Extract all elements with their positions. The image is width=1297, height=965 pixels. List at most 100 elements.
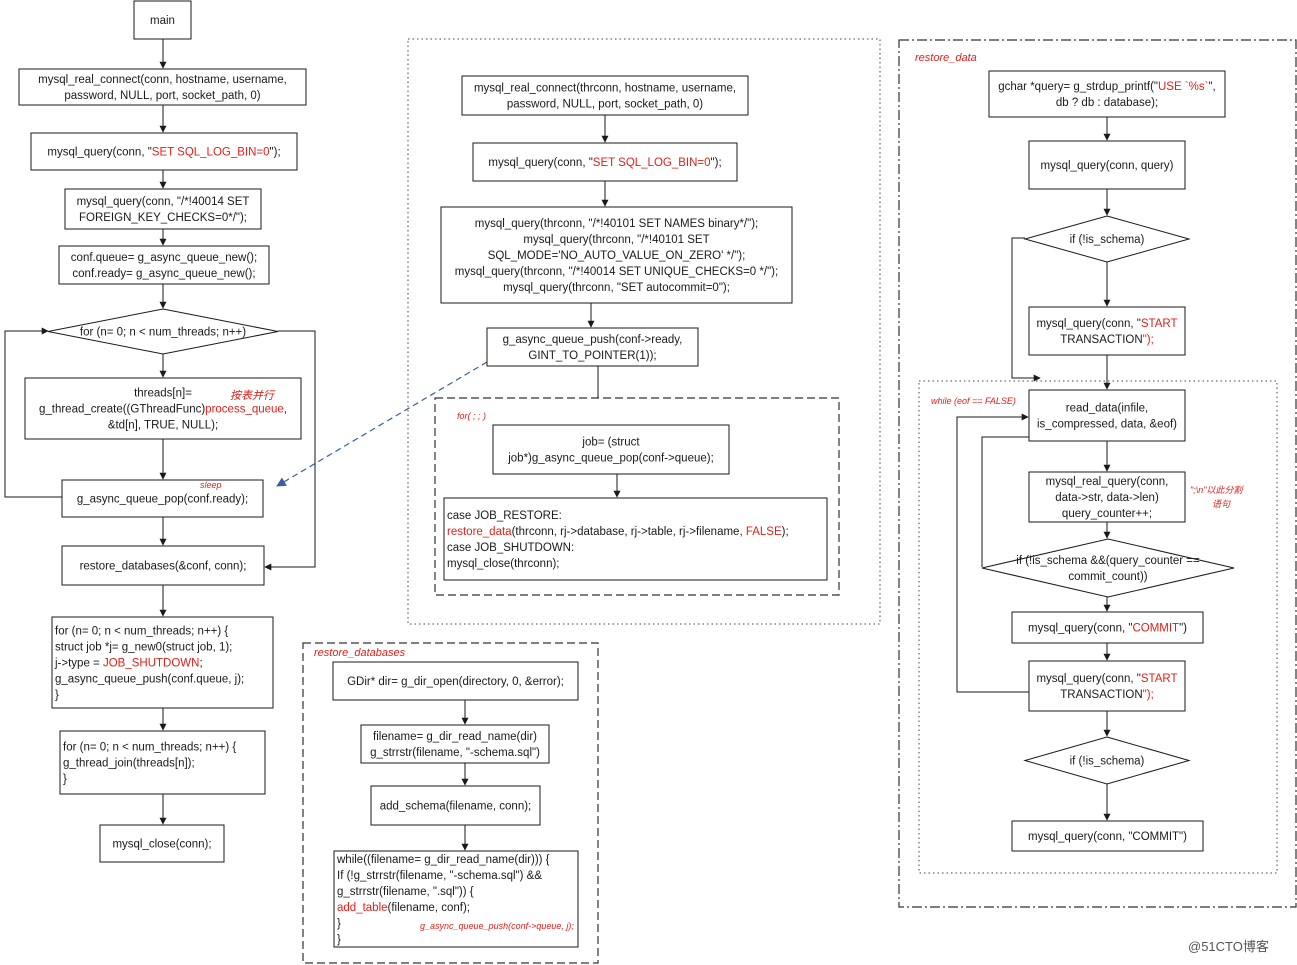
- main-fk-checks-node-shape: [64, 188, 262, 230]
- thread-job-cases-node-line-1: restore_data(thrconn, rj->database, rj->…: [447, 526, 789, 538]
- main-node-shape: [133, 0, 192, 40]
- rdata-real-query-node-line-0: mysql_real_query(conn,: [1046, 476, 1169, 488]
- rdata-commit-1-node-shape: [1011, 611, 1204, 644]
- main-thread-join-node-line-0: for (n= 0; n < num_threads; n++) {: [63, 742, 236, 754]
- thread-settings-node-shape: [440, 206, 793, 304]
- rdata-use-query-node-line-0: mysql_query(conn, query): [1041, 160, 1174, 172]
- for-loop-label: for( ; ; ): [457, 411, 486, 421]
- thread-settings-node-line-1: mysql_query(thrconn, "/*!40101 SET: [523, 234, 709, 246]
- main-queue-new-node-line-1: conf.ready= g_async_queue_new();: [72, 268, 255, 280]
- thread-pop-job-node-shape: [492, 424, 730, 475]
- thread-settings-node: mysql_query(thrconn, "/*!40101 SET NAMES…: [440, 206, 793, 304]
- rd-read-name-node-line-1: g_strrstr(filename, "-schema.sql"): [370, 747, 540, 759]
- main-thread-create-node-line-1: g_thread_create((GThreadFunc)process_que…: [39, 404, 287, 416]
- restore-databases-title: restore_databases: [314, 647, 406, 659]
- thread-job-cases-node-line-2: case JOB_SHUTDOWN:: [447, 542, 574, 554]
- main-queue-new-node: conf.queue= g_async_queue_new(); conf.rea…: [58, 245, 270, 285]
- parallel-note: 按表并行: [230, 389, 276, 402]
- rdata-real-query-node-shape: [1028, 471, 1186, 523]
- thread-connect-node-line-0: mysql_real_connect(thrconn, hostname, us…: [474, 83, 736, 95]
- thread-settings-node-line-4: mysql_query(thrconn, "SET autocommit=0")…: [503, 282, 730, 294]
- main-for-threads-node: for (n= 0; n < num_threads; n++): [47, 308, 279, 355]
- main-thread-join-node-line-2: }: [63, 774, 67, 786]
- main-pop-ready-node: g_async_queue_pop(conf.ready);: [61, 479, 264, 518]
- main-close-node: mysql_close(conn);: [99, 824, 225, 863]
- rd-while-loop-node-line-4: }: [337, 918, 341, 930]
- main-thread-join-node: for (n= 0; n < num_threads; n++) { g_thr…: [59, 730, 266, 795]
- rd-while-loop-node-shape: [333, 850, 579, 948]
- main-queue-new-node-line-0: conf.queue= g_async_queue_new();: [71, 252, 257, 264]
- rdata-read-data-node-shape: [1028, 389, 1186, 442]
- rdata-read-data-node: read_data(infile, is_compressed, data, &e…: [1028, 389, 1186, 442]
- main-close-node-shape: [99, 824, 225, 863]
- rdata-real-query-node-line-2: query_counter++;: [1062, 508, 1152, 520]
- main-shutdown-loop-node-line-1: struct job *j= g_new0(struct job, 1);: [55, 642, 232, 654]
- rdata-if-schema-1-node-shape: [1023, 215, 1191, 263]
- thread-push-ready-node-line-0: g_async_queue_push(conf->ready,: [503, 334, 683, 346]
- thread-job-cases-node-shape: [443, 497, 828, 581]
- restore-databases-frame: [302, 642, 599, 964]
- main-fk-checks-node-line-0: mysql_query(conn, "/*!40014 SET: [77, 196, 250, 208]
- main-thread-create-node: threads[n]= g_thread_create((GThreadFunc)…: [24, 377, 302, 440]
- main-shutdown-loop-node: for (n= 0; n < num_threads; n++) { struc…: [51, 616, 274, 709]
- rdata-read-data-node-line-1: is_compressed, data, &eof): [1037, 419, 1177, 431]
- rdata-start-transaction-1-node-line-0: mysql_query(conn, "START: [1036, 318, 1177, 330]
- restore-data-title: restore_data: [915, 52, 977, 64]
- rdata-use-query-node: mysql_query(conn, query): [1028, 140, 1186, 190]
- rd-read-name-node: filename= g_dir_read_name(dir) g_strrstr(…: [360, 724, 550, 764]
- main-shutdown-loop-node-line-0: for (n= 0; n < num_threads; n++) {: [55, 626, 228, 638]
- rdata-query-init-node-line-0: gchar *query= g_strdup_printf("USE `%s`"…: [998, 81, 1216, 93]
- rdata-real-query-node: mysql_real_query(conn,data->str, data->l…: [1028, 471, 1186, 523]
- main-log-bin-node-shape: [30, 132, 298, 171]
- thread-job-cases-node-line-0: case JOB_RESTORE:: [447, 510, 562, 522]
- main-pop-ready-node-shape: [61, 479, 264, 518]
- rdata-use-query-node-shape: [1028, 140, 1186, 190]
- main-connectors: [4, 39, 316, 825]
- main-log-bin-node: mysql_query(conn, "SET SQL_LOG_BIN=0");: [30, 132, 298, 171]
- rd-read-name-node-shape: [360, 724, 550, 764]
- rdata-start-transaction-1-node-shape: [1028, 306, 1186, 356]
- rd-dir-open-node-line-0: GDir* dir= g_dir_open(directory, 0, &err…: [347, 676, 564, 688]
- main-connect-node: mysql_real_connect(conn, hostname, usern…: [18, 68, 307, 106]
- rdata-commit-1-node-line-0: mysql_query(conn, "COMMIT"): [1028, 623, 1187, 635]
- main-fk-checks-node-line-1: FOREIGN_KEY_CHECKS=0*/");: [79, 212, 247, 224]
- rdata-if-commit-node-shape: [981, 538, 1235, 598]
- rd-read-name-node-line-0: filename= g_dir_read_name(dir): [373, 731, 537, 743]
- thread-job-cases-node: case JOB_RESTORE: restore_data(thrconn, …: [443, 497, 828, 581]
- rdata-commit-2-node-line-0: mysql_query(conn, "COMMIT"): [1028, 831, 1187, 843]
- split-note: ";\n"以此分割: [1190, 485, 1244, 495]
- rd-dir-open-node: GDir* dir= g_dir_open(directory, 0, &err…: [332, 661, 579, 701]
- rdata-if-schema-2-node: if (!is_schema): [1023, 736, 1191, 785]
- rd-while-loop-node-line-0: while((filename= g_dir_read_name(dir))) …: [336, 854, 550, 866]
- main-thread-join-node-line-1: g_thread_join(threads[n]);: [63, 758, 195, 770]
- main-fk-checks-node: mysql_query(conn, "/*!40014 SET FOREIGN_K…: [64, 188, 262, 230]
- sleep-note: sleep: [200, 480, 222, 490]
- split-note-line2: 语句: [1212, 499, 1231, 509]
- rd-while-loop-node-line-5: }: [337, 934, 341, 946]
- rd-while-loop-node-line-1: If (!g_strrstr(filename, "-schema.sql") …: [337, 870, 542, 882]
- ready-signal-arrow: [276, 361, 488, 487]
- main-thread-create-node-shape: [24, 377, 302, 440]
- restore-data-frame: [898, 39, 1297, 908]
- main-connect-node-shape: [18, 68, 307, 106]
- rdata-query-init-node-line-1: db ? db : database);: [1056, 97, 1158, 109]
- flowchart-nodes: main mysql_real_connect(conn, hostname, u…: [18, 0, 1235, 948]
- thread-push-ready-node: g_async_queue_push(conf->ready,GINT_TO_P…: [486, 327, 699, 367]
- rdata-query-init-node-shape: [988, 70, 1226, 118]
- main-queue-new-node-shape: [58, 245, 270, 285]
- rdata-read-data-node-line-0: read_data(infile,: [1066, 403, 1148, 415]
- main-thread-create-node-line-0: threads[n]=: [134, 388, 192, 400]
- thread-log-bin-node: mysql_query(conn, "SET SQL_LOG_BIN=0");: [472, 142, 738, 182]
- thread-section-frame: [407, 38, 881, 625]
- thread-connect-node-line-1: password, NULL, port, socket_path, 0): [507, 99, 703, 111]
- thread-job-cases-node-line-3: mysql_close(thrconn);: [447, 558, 559, 570]
- main-close-node-line-0: mysql_close(conn);: [112, 839, 211, 851]
- thread-settings-node-line-2: SQL_MODE='NO_AUTO_VALUE_ON_ZERO' */");: [488, 250, 746, 262]
- thread-log-bin-node-line-0: mysql_query(conn, "SET SQL_LOG_BIN=0");: [488, 157, 721, 169]
- rdata-commit-1-node: mysql_query(conn, "COMMIT"): [1011, 611, 1204, 644]
- main-node: main: [133, 0, 192, 40]
